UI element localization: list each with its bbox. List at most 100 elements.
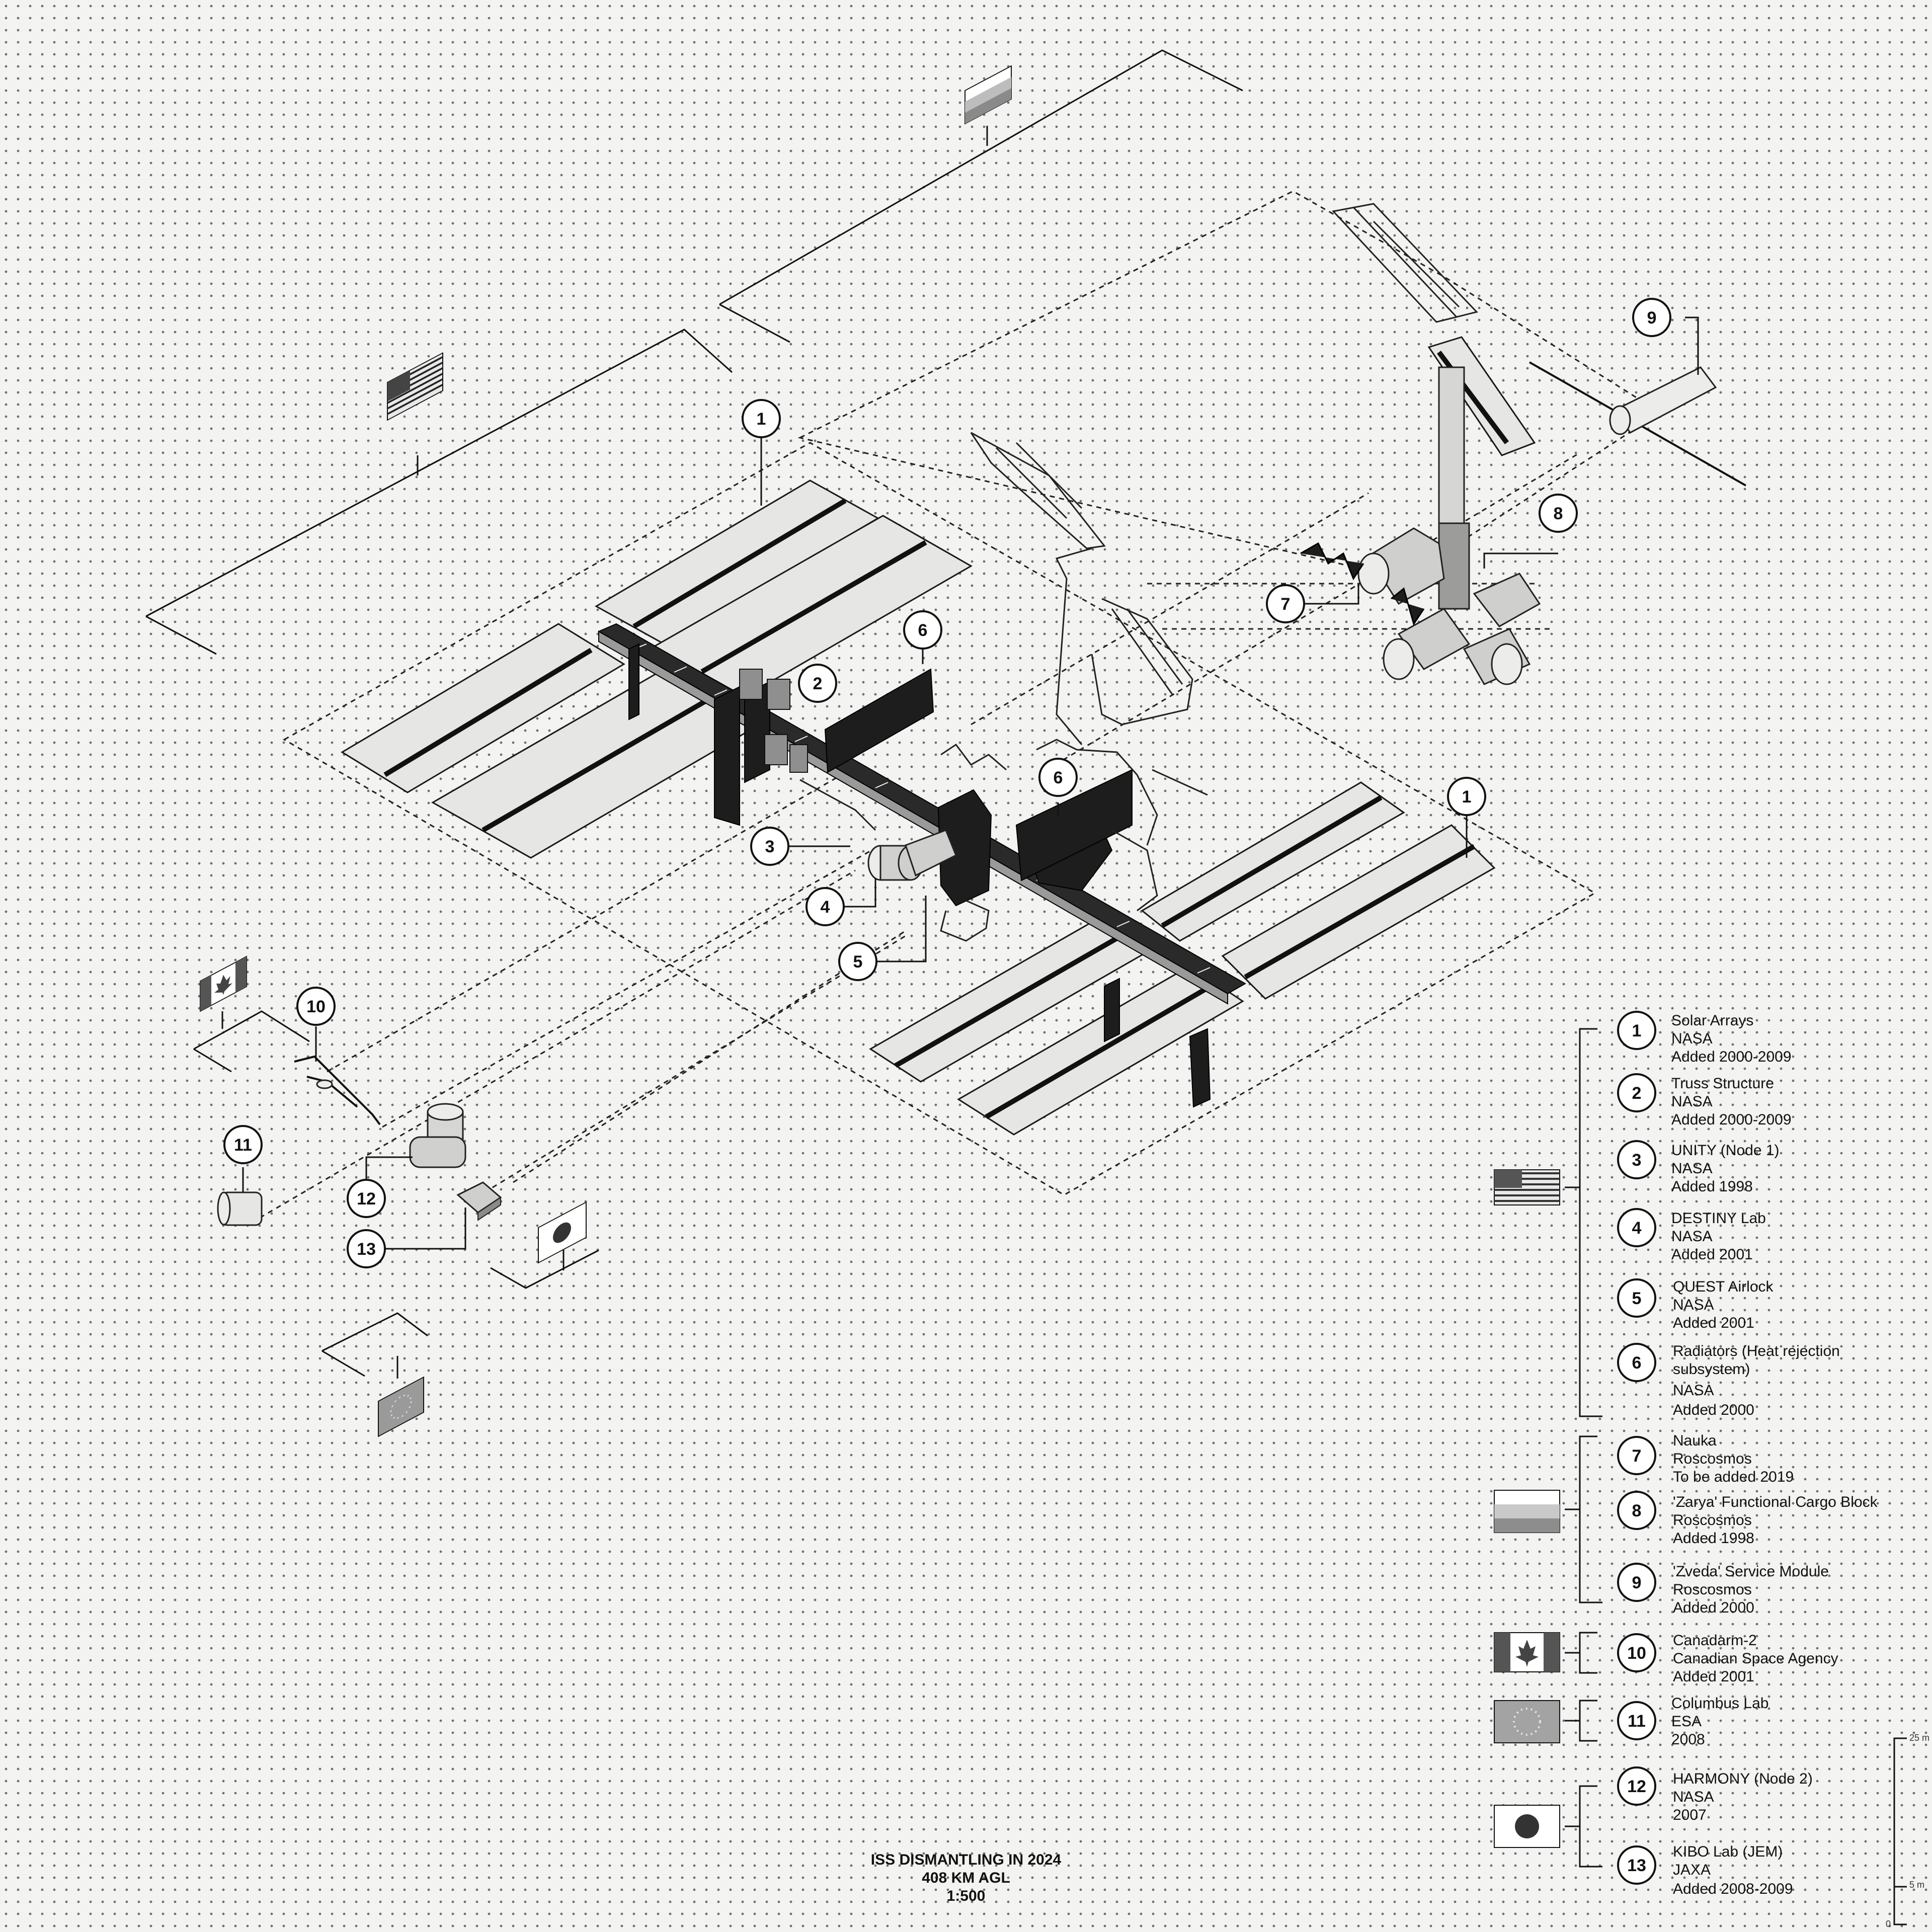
svg-text:8: 8 [1554,504,1563,523]
usa-flag [1494,1169,1560,1205]
svg-text:HARMONY (Node 2): HARMONY (Node 2) [1673,1770,1813,1787]
title-line-2: 408 KM AGL [922,1870,1010,1886]
svg-text:'Zarya' Functional Cargo Block: 'Zarya' Functional Cargo Block [1673,1494,1878,1510]
svg-text:7: 7 [1632,1446,1642,1466]
kibo-lab [456,1181,502,1221]
svg-text:6: 6 [1054,768,1063,787]
eu-bracket [321,1312,428,1379]
legend-item-10: 10 Canadarm-2 Canadian Space Agency Adde… [1617,1632,1838,1685]
svg-text:1: 1 [1462,787,1472,807]
svg-text:Truss Structure: Truss Structure [1671,1075,1774,1092]
svg-text:3: 3 [765,837,775,856]
svg-text:Nauka: Nauka [1673,1432,1717,1449]
callout-7: 7 [1266,584,1305,623]
svg-text:10: 10 [306,997,326,1016]
leader-lines [242,316,1699,1250]
canadarm [294,1055,381,1125]
russian-segment [1300,203,1746,685]
title-line-1: ISS DISMANTLING IN 2024 [871,1852,1062,1868]
svg-text:Added 2001: Added 2001 [1673,1668,1754,1685]
legend-item-13: 13 KIBO Lab (JEM) JAXA Added 2008-2009 [1617,1843,1793,1897]
japan-flag [1494,1805,1560,1848]
title-line-3: 1:500 [947,1888,986,1904]
svg-text:Added 2001: Added 2001 [1671,1246,1753,1263]
svg-text:13: 13 [1627,1856,1646,1875]
svg-text:DESTINY Lab: DESTINY Lab [1671,1210,1766,1227]
svg-text:NASA: NASA [1671,1093,1713,1110]
legend-item-9: 9 'Zveda' Service Module Roscosmos Added… [1617,1563,1829,1616]
radiators [824,668,1133,881]
svg-text:NASA: NASA [1673,1382,1714,1399]
svg-text:6: 6 [918,621,928,640]
svg-text:1: 1 [757,410,766,429]
legend-item-6: 6 Radiators (Heat rejection subsystem) N… [1617,1343,1840,1418]
svg-text:9: 9 [1647,308,1657,328]
svg-text:11: 11 [1628,1712,1646,1731]
solar-array-right [869,781,1496,1136]
russia-flag-drawing [964,65,1012,125]
svg-text:6: 6 [1632,1353,1642,1373]
svg-text:1: 1 [1632,1021,1642,1040]
svg-text:NASA: NASA [1671,1160,1713,1177]
svg-text:NASA: NASA [1673,1789,1714,1805]
outline-segment [799,432,1208,942]
dashed-guides [251,190,1662,1224]
callout-10: 10 [296,987,336,1026]
callout-1a: 1 [742,399,781,438]
japan-flag-drawing [538,1201,587,1264]
columbus-lab [217,1191,263,1226]
svg-text:Added 2000: Added 2000 [1673,1599,1754,1616]
canada-flag [1494,1632,1560,1672]
legend-item-2: 2 Truss Structure NASA Added 2000-2009 [1617,1073,1792,1128]
svg-text:Added 2000: Added 2000 [1673,1402,1754,1418]
svg-text:ESA: ESA [1671,1713,1702,1730]
svg-text:11: 11 [234,1136,252,1155]
svg-text:NASA: NASA [1671,1030,1713,1047]
legend-item-4: 4 DESTINY Lab NASA Added 2001 [1617,1208,1766,1263]
svg-text:12: 12 [357,1189,376,1209]
svg-text:KIBO Lab (JEM): KIBO Lab (JEM) [1673,1843,1783,1860]
svg-text:Added 2008-2009: Added 2008-2009 [1673,1881,1793,1897]
svg-text:5: 5 [1632,1289,1642,1308]
solar-array-left [341,479,973,859]
svg-text:Added 2000-2009: Added 2000-2009 [1671,1111,1792,1128]
svg-text:8: 8 [1632,1501,1642,1520]
callout-6a: 6 [903,610,942,650]
svg-text:Columbus Lab: Columbus Lab [1671,1695,1768,1712]
legend-item-8: 8 'Zarya' Functional Cargo Block Roscosm… [1617,1491,1878,1547]
legend-item-11: 11 Columbus Lab ESA 2008 [1617,1695,1768,1748]
truss-structure [597,623,1247,1108]
legend-item-5: 5 QUEST Airlock NASA Added 2001 [1617,1278,1774,1331]
svg-text:Canadarm-2: Canadarm-2 [1673,1632,1757,1649]
scale-bar: 25 m 5 m 0 [1886,1733,1929,1929]
svg-text:2: 2 [813,674,823,693]
svg-text:NASA: NASA [1673,1297,1714,1313]
callout-8: 8 [1539,494,1578,533]
title-block: ISS DISMANTLING IN 2024 408 KM AGL 1:500 [871,1852,1062,1904]
svg-text:25 m: 25 m [1909,1733,1929,1743]
svg-text:Added 1998: Added 1998 [1673,1530,1754,1547]
callout-12: 12 [347,1179,386,1218]
callout-3: 3 [750,827,789,866]
legend-item-12: 12 HARMONY (Node 2) NASA 2007 [1617,1766,1813,1823]
callout-9: 9 [1632,298,1671,337]
legend-item-1: 1 Solar Arrays NASA Added 2000-2009 [1617,1011,1792,1065]
svg-text:Roscosmos: Roscosmos [1673,1512,1752,1528]
callout-4: 4 [806,887,845,926]
svg-text:Radiators (Heat rejection: Radiators (Heat rejection [1673,1343,1840,1359]
usa-bracket [145,329,733,655]
svg-text:QUEST Airlock: QUEST Airlock [1673,1278,1774,1295]
usa-flag-drawing [387,352,443,421]
callout-11: 11 [223,1125,263,1164]
russia-bracket [719,49,1243,343]
svg-text:To be added 2019: To be added 2019 [1673,1469,1794,1485]
legend-item-7: 7 Nauka Roscosmos To be added 2019 [1617,1432,1794,1485]
svg-text:0: 0 [1886,1919,1891,1929]
svg-text:Roscosmos: Roscosmos [1673,1581,1752,1598]
svg-text:3: 3 [1632,1151,1642,1170]
harmony-node [409,1103,466,1168]
svg-text:NASA: NASA [1671,1228,1713,1245]
us-modules [867,829,957,881]
svg-text:Roscosmos: Roscosmos [1673,1451,1752,1467]
